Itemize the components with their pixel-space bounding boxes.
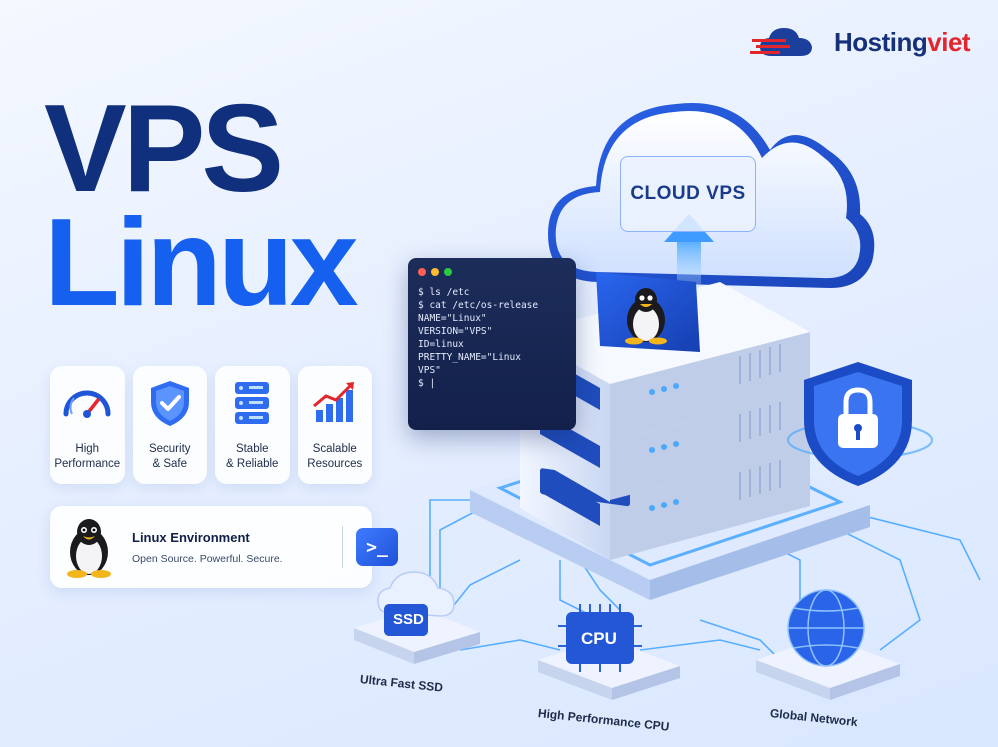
cloud-vps-label: CLOUD VPS — [620, 156, 756, 232]
linux-environment-card: Linux Environment Open Source. Powerful.… — [50, 506, 398, 588]
divider — [342, 526, 343, 568]
growth-chart-icon — [312, 382, 354, 422]
close-dot-icon[interactable] — [418, 268, 426, 276]
terminal-line: VERSION="VPS" — [418, 326, 493, 337]
feature-label: High Performance — [54, 443, 121, 470]
brand-name-part1: Hosting — [834, 26, 928, 57]
feature-card-stability: Stable & Reliable — [215, 366, 290, 484]
lock-shield-icon — [787, 362, 933, 486]
terminal-line: ID=linux — [418, 339, 464, 350]
ssd-chip-label: SSD — [393, 611, 424, 628]
server-stack-icon — [235, 382, 270, 424]
globe-node — [756, 589, 900, 700]
feature-card-security: Security & Safe — [132, 366, 207, 484]
vps-scene-illustration — [354, 102, 981, 700]
cpu-node — [538, 604, 680, 700]
speedometer-icon — [63, 390, 111, 418]
title-line-linux: Linux — [44, 194, 359, 333]
terminal-line: $ ls /etc — [418, 287, 470, 298]
minimize-dot-icon[interactable] — [431, 268, 439, 276]
env-text: Linux Environment Open Source. Powerful.… — [132, 530, 283, 565]
cpu-chip-label: CPU — [581, 629, 617, 648]
shield-check-icon — [150, 381, 189, 426]
brand-name-part2: viet — [927, 26, 971, 57]
window-controls — [418, 268, 566, 276]
page-title: VPS Linux — [44, 80, 359, 333]
feature-card-scalability: Scalable Resources — [297, 366, 372, 484]
terminal-line: $ cat /etc/os-release — [418, 300, 539, 311]
feature-card-performance: High Performance — [50, 366, 125, 484]
env-title: Linux Environment — [132, 529, 250, 545]
brand-name: Hostingviet — [834, 26, 971, 58]
env-subtitle: Open Source. Powerful. Secure. — [132, 552, 283, 565]
feature-cards: High Performance Security & Safe Stable … — [50, 366, 372, 484]
ssd-node — [354, 571, 480, 664]
title-line-vps: VPS — [44, 80, 284, 218]
feature-label: Stable & Reliable — [226, 443, 279, 470]
tux-penguin-icon — [67, 519, 111, 578]
cloud-logo-icon — [750, 28, 812, 56]
feature-label: Scalable Resources — [307, 443, 363, 470]
brand-logo[interactable]: Hostingviet — [750, 20, 990, 64]
terminal-prompt-icon[interactable]: >_ — [356, 528, 398, 566]
terminal-line: NAME="Linux" — [418, 313, 487, 324]
terminal-line: $ | — [418, 378, 436, 389]
terminal-window: $ ls /etc $ cat /etc/os-release NAME="Li… — [408, 258, 576, 430]
maximize-dot-icon[interactable] — [444, 268, 452, 276]
terminal-line: PRETTY_NAME="Linux — [418, 352, 521, 363]
terminal-line: VPS" — [418, 365, 441, 376]
tux-panel — [596, 272, 700, 352]
feature-label: Security & Safe — [148, 443, 191, 470]
upload-arrow-icon — [664, 214, 714, 288]
